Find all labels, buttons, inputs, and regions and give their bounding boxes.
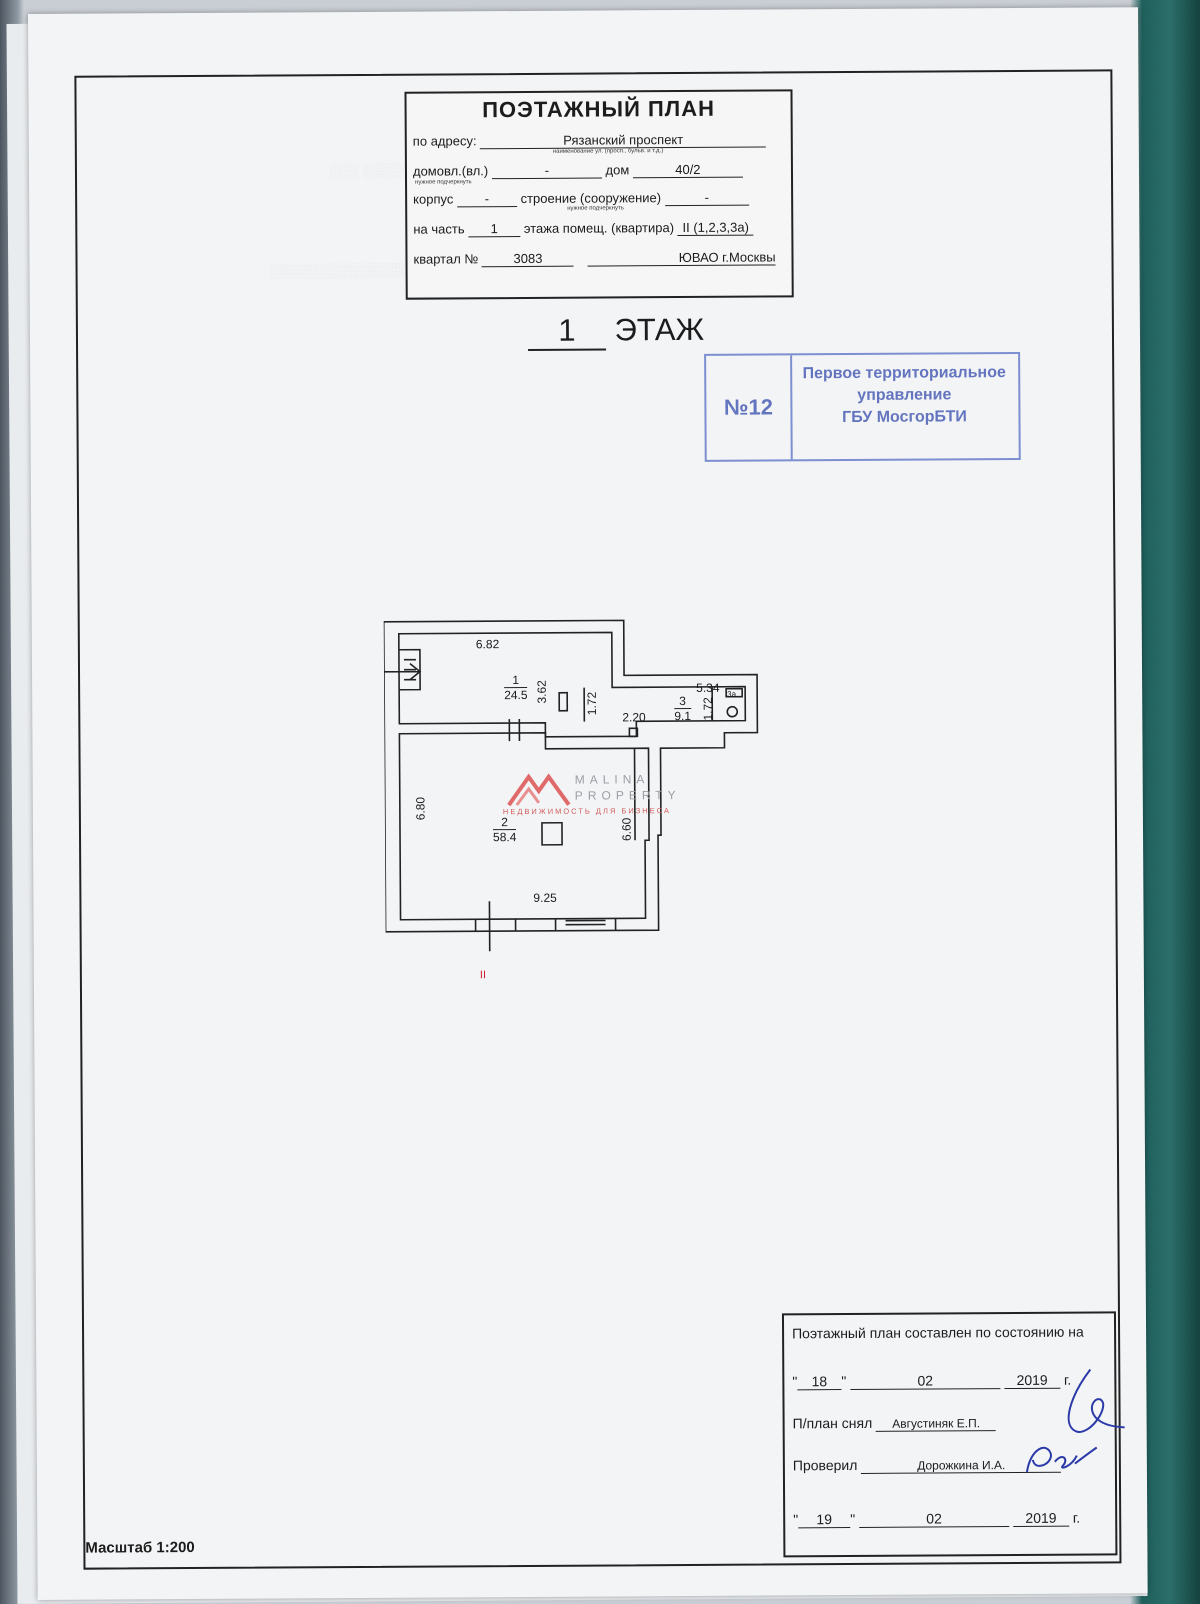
dim-room1-width: 6.82: [475, 637, 500, 652]
kvartal-row: квартал № 3083 ЮВАО г.Москвы: [413, 249, 776, 268]
dim-room3-height: 1.72: [700, 697, 716, 721]
checked-date: "19" 02 2019 г.: [793, 1509, 1081, 1529]
address-value: Рязанский проспект: [480, 131, 767, 150]
room-3-label: 3 9.1: [674, 693, 692, 724]
state-as-of-label: Поэтажный план составлен по состоянию на: [792, 1323, 1084, 1342]
plan-walls: [383, 619, 759, 952]
dim-room2-left: 6.80: [413, 796, 428, 821]
floor-number: 1: [527, 312, 607, 351]
part-row: на часть 1 этажа помещ. (квартира) II (1…: [413, 219, 754, 238]
room-1-label: 1 24.5: [504, 672, 528, 703]
section-mark: II: [479, 969, 487, 982]
dim-room3-width: 5.34: [696, 680, 720, 695]
house-number: 40/2: [632, 161, 743, 179]
signature-drawn: [1067, 1368, 1125, 1433]
drawn-by-row: П/план снял Августиняк Е.П.: [793, 1414, 997, 1432]
stamp-number: №12: [706, 355, 793, 460]
address-hint: наименование ул. (просп., бульв. и т.д.): [552, 148, 664, 155]
title-block: ПОЭТАЖНЫЙ ПЛАН по адресу: Рязанский прос…: [404, 89, 794, 300]
dim-room1-height: 3.62: [534, 680, 549, 704]
scale-label: Масштаб 1:200: [85, 1539, 195, 1557]
domovl-row: домовл.(вл.) - дом 40/2: [413, 161, 743, 180]
floor-plan-sheet: ░░░ ░░░░░░ ░░░░░░░░ ░░░░░░░░░░░░░░░░░░░░…: [28, 7, 1148, 1600]
floor-label: ЭТАЖ: [614, 311, 705, 348]
room-3a-label: 3а: [727, 689, 737, 699]
signature-block: Поэтажный план составлен по состоянию на…: [781, 1311, 1125, 1558]
floor-plan-drawing: 6.82 3.62 1.72 2.20 5.34 1.72 6.80 6.60 …: [383, 599, 786, 991]
signature-checked: [1025, 1446, 1098, 1473]
drawn-by-name: Августиняк Е.П.: [876, 1416, 997, 1432]
dim-corridor-width: 2.20: [622, 710, 646, 725]
bti-stamp: №12 Первое территориальное управление ГБ…: [704, 351, 1021, 462]
dim-corridor-height: 1.72: [584, 691, 599, 716]
premises-value: II (1,2,3,3а): [677, 219, 754, 237]
address-row: по адресу: Рязанский проспект: [413, 131, 767, 150]
kvartal-number: 3083: [481, 250, 574, 268]
dim-room2-width: 9.25: [533, 890, 557, 905]
stamp-text: Первое территориальное управление ГБУ Мо…: [802, 364, 1006, 427]
malina-logo-icon: [507, 773, 571, 807]
floor-heading: 1 ЭТАЖ: [527, 311, 705, 351]
district: ЮВАО г.Москвы: [587, 249, 776, 267]
plan-heading: ПОЭТАЖНЫЙ ПЛАН: [482, 95, 716, 123]
malina-property-watermark: MALINA PROPERTY НЕДВИЖИМОСТЬ ДЛЯ БИЗНЕСА: [502, 772, 681, 817]
